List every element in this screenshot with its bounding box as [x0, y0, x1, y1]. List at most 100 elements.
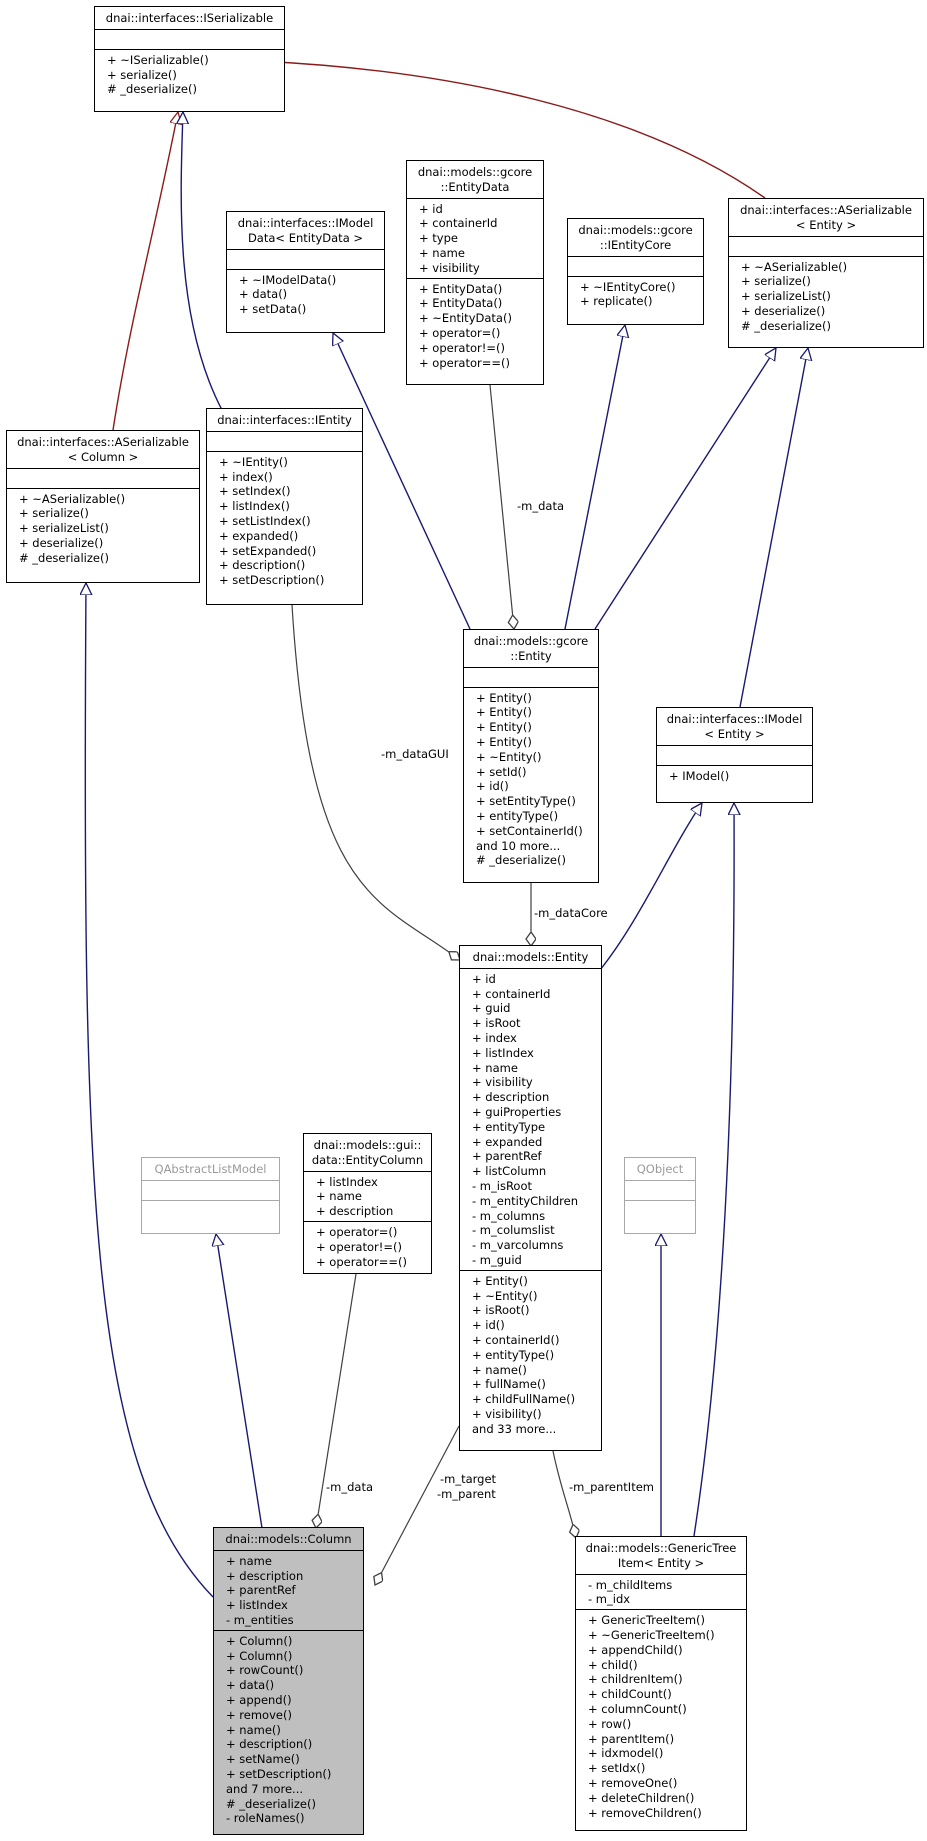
edge-aserializable-column-to-iserializable — [112, 112, 178, 431]
class-title-line: ::EntityData — [440, 179, 510, 194]
class-operation: + listIndex() — [219, 499, 290, 514]
class-operation: + data() — [239, 287, 288, 302]
edge-label-m-target: -m_target — [440, 1472, 497, 1486]
class-box-aserializable-column[interactable]: dnai::interfaces::ASerializable< Column … — [6, 430, 200, 583]
class-operation: + EntityData() — [419, 296, 503, 311]
edge-gcore-entity-to-imodeldata — [333, 333, 471, 630]
class-operation: + ~GenericTreeItem() — [588, 1627, 715, 1642]
edge-label-m-parentitem: -m_parentItem — [569, 1480, 654, 1494]
class-box-entitycolumn[interactable]: dnai::models::gui::data::EntityColumn+ l… — [303, 1133, 432, 1274]
class-title: dnai::models::gui::data::EntityColumn — [304, 1134, 431, 1171]
class-operation: + deleteChildren() — [588, 1790, 695, 1805]
class-operation: + setData() — [239, 302, 307, 317]
class-operation: + append() — [226, 1692, 292, 1707]
class-attribute: + visibility — [472, 1075, 533, 1090]
class-title: dnai::models::Column — [214, 1528, 363, 1550]
operations-section: + ~ASerializable()+ serialize()+ seriali… — [7, 487, 199, 568]
attributes-section — [142, 1179, 279, 1200]
edge-models-entity-to-column — [375, 1425, 460, 1585]
class-title-line: dnai::interfaces::IModel — [237, 216, 374, 230]
class-box-qabstractlistmodel[interactable]: QAbstractListModel — [141, 1157, 280, 1234]
class-attribute: + name — [316, 1189, 362, 1204]
class-box-ientity[interactable]: dnai::interfaces::IEntity+ ~IEntity()+ i… — [206, 408, 363, 605]
class-operation: + operator=() — [419, 325, 501, 340]
class-box-ientitycore[interactable]: dnai::models::gcore::IEntityCore+ ~IEnti… — [567, 218, 704, 325]
attributes-section: + name+ description+ parentRef+ listInde… — [214, 1549, 363, 1630]
edge-generictreeitem-to-imodel-entity — [693, 803, 734, 1537]
class-operation: + setIndex() — [219, 484, 291, 499]
class-attribute: + description — [226, 1568, 304, 1583]
operations-section — [625, 1199, 695, 1220]
edge-ientity-to-iserializable — [181, 112, 223, 411]
class-box-imodel-entity[interactable]: dnai::interfaces::IModel< Entity >+ IMod… — [656, 707, 813, 803]
class-attribute: + containerId — [419, 216, 498, 231]
class-operation: + EntityData() — [419, 281, 503, 296]
class-box-aserializable-entity[interactable]: dnai::interfaces::ASerializable< Entity … — [728, 198, 924, 348]
class-operation: # _deserialize() — [107, 82, 197, 97]
class-box-qobject[interactable]: QObject — [624, 1157, 696, 1234]
edge-gcore-entity-to-aserializable-entity — [594, 348, 776, 630]
edge-entitydata-to-gcore-entity — [489, 384, 514, 629]
class-operation: + entityType() — [472, 1347, 555, 1362]
class-box-iserializable[interactable]: dnai::interfaces::ISerializable+ ~ISeria… — [94, 6, 285, 112]
attributes-section: + listIndex+ name+ description — [304, 1170, 431, 1221]
class-operation: + deserialize() — [741, 303, 826, 318]
class-operation: + remove() — [226, 1707, 292, 1722]
class-operation: + row() — [588, 1716, 632, 1731]
class-operation: + description() — [219, 558, 306, 573]
attributes-section: + id+ containerId+ type+ name+ visibilit… — [407, 197, 543, 278]
class-title-line: < Entity > — [795, 217, 857, 232]
class-title-line: dnai::models::Entity — [472, 950, 589, 964]
class-title-line: ::Entity — [510, 648, 552, 663]
class-operation: + setContainerId() — [476, 823, 583, 838]
edge-entitycolumn-to-column — [316, 1273, 357, 1528]
edge-gcore-entity-to-ientitycore — [564, 325, 625, 630]
class-attribute: + listIndex — [472, 1045, 534, 1060]
class-operation: + serializeList() — [19, 521, 109, 536]
class-operation: + replicate() — [580, 294, 653, 309]
class-operation: + Column() — [226, 1648, 293, 1663]
class-attribute: + name — [419, 245, 465, 260]
operations-section: + GenericTreeItem()+ ~GenericTreeItem()+… — [576, 1609, 746, 1822]
operations-section: + ~ASerializable()+ serialize()+ seriali… — [729, 255, 923, 336]
class-operation: + Entity() — [476, 705, 532, 720]
class-attribute: + name — [472, 1060, 518, 1075]
class-title-line: dnai::interfaces::IEntity — [217, 413, 352, 427]
attributes-section: - m_childItems- m_idx — [576, 1573, 746, 1610]
edge-label-m-data-entitydata: -m_data — [517, 499, 564, 513]
class-operation: + removeOne() — [588, 1775, 678, 1790]
class-box-column[interactable]: dnai::models::Column+ name+ description+… — [213, 1527, 364, 1835]
class-title-line: Data< EntityData > — [247, 230, 364, 245]
class-attribute: + guiProperties — [472, 1104, 562, 1119]
class-attribute: + index — [472, 1030, 517, 1045]
class-box-models-entity[interactable]: dnai::models::Entity+ id+ containerId+ g… — [459, 945, 602, 1451]
class-title-line: < Entity > — [704, 726, 765, 741]
class-operation: + setListIndex() — [219, 513, 311, 528]
class-title: dnai::models::Entity — [460, 946, 601, 968]
operations-section: + Entity()+ ~Entity()+ isRoot()+ id()+ c… — [460, 1269, 601, 1439]
class-operation: + deserialize() — [19, 535, 104, 550]
class-attribute: + description — [472, 1090, 550, 1105]
class-attribute: + guid — [472, 1001, 511, 1016]
class-operation: + fullName() — [472, 1377, 546, 1392]
class-operation: + id() — [476, 779, 509, 794]
class-box-entitydata[interactable]: dnai::models::gcore::EntityData+ id+ con… — [406, 160, 544, 385]
operations-section: + IModel() — [657, 764, 812, 786]
class-attribute: - m_idx — [588, 1592, 631, 1607]
class-title-line: dnai::models::gcore — [473, 634, 589, 648]
class-operation: + ~ASerializable() — [741, 259, 848, 274]
attributes-section — [568, 255, 703, 276]
class-operation: + rowCount() — [226, 1663, 304, 1678]
class-operation: # _deserialize() — [19, 550, 109, 565]
class-operation: + setDescription() — [219, 573, 325, 588]
class-box-gcore-entity[interactable]: dnai::models::gcore::Entity+ Entity()+ E… — [463, 629, 599, 883]
operations-section — [142, 1199, 279, 1220]
class-attribute: - m_columns — [472, 1208, 546, 1223]
class-operation: + setId() — [476, 764, 527, 779]
class-operation: + visibility() — [472, 1406, 542, 1421]
